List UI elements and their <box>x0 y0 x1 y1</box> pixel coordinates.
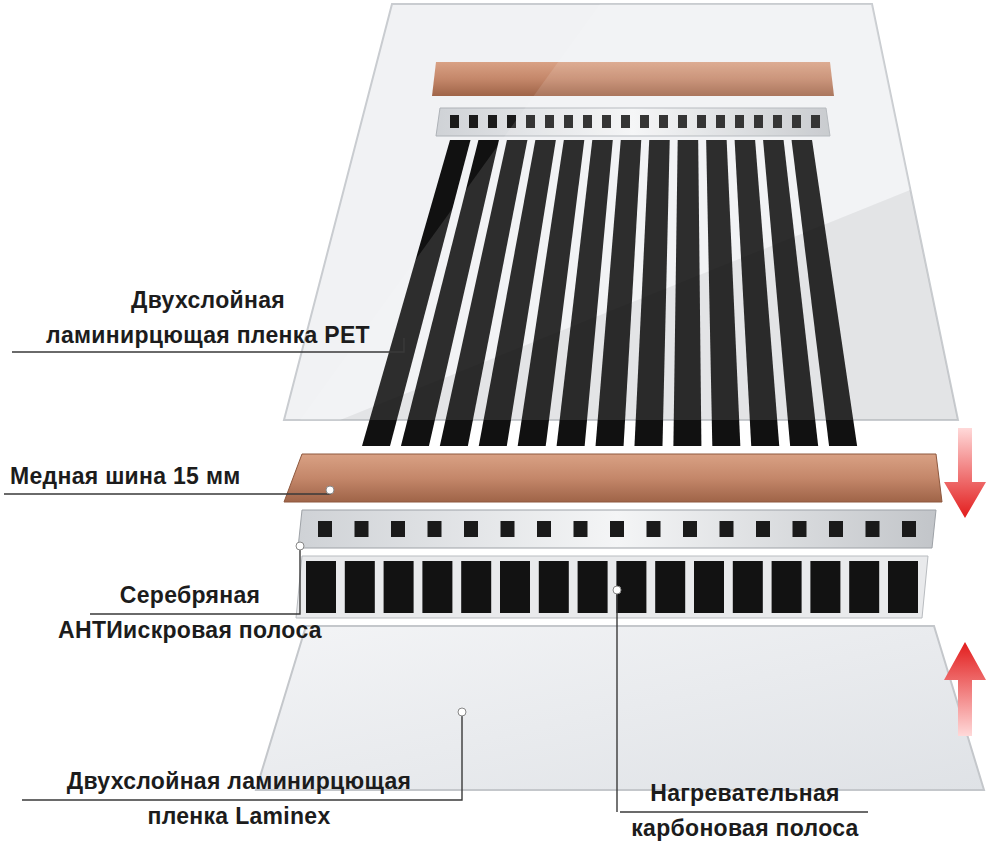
silver-slot <box>318 521 332 537</box>
callout-label: Серебряная АНТИискровая полоса <box>40 578 340 648</box>
label-slot: Двухслойная ламинирцющая пленка Laminex <box>14 764 464 834</box>
silver-slot <box>537 521 551 537</box>
sheet-shadow <box>340 190 958 420</box>
silver-slot <box>574 521 588 537</box>
silver-slot <box>391 521 405 537</box>
carbon-block <box>578 561 608 613</box>
carbon-base <box>296 556 928 618</box>
laminex-sheet <box>256 626 984 790</box>
leader-lines <box>4 338 868 812</box>
silver-slot <box>450 115 459 128</box>
carbon-block <box>384 561 414 613</box>
callout-label: Двухслойная ламинирцющая пленка Laminex <box>14 764 464 834</box>
carbon-block <box>772 561 802 613</box>
carbon-block <box>655 561 685 613</box>
sheet-gloss <box>300 4 958 420</box>
carbon-block <box>500 561 530 613</box>
silver-slot <box>501 521 515 537</box>
silver-slot <box>683 521 697 537</box>
carbon-block <box>345 561 375 613</box>
silver-slot <box>720 521 734 537</box>
carbon-block <box>733 561 763 613</box>
label-slot: Серебряная АНТИискровая полоса <box>40 578 340 648</box>
carbon-block <box>694 561 724 613</box>
silver-slot <box>829 521 843 537</box>
silver-slot <box>610 521 624 537</box>
carbon-block <box>616 561 646 613</box>
carbon-block <box>888 561 918 613</box>
press-arrow <box>944 428 986 518</box>
silver-slot <box>488 115 497 128</box>
silver-strip <box>298 510 936 548</box>
carbon-block <box>849 561 879 613</box>
callout-label: Двухслойная ламинирцющая пленка PET <box>8 283 408 353</box>
callout-label: Нагревательная карбоновая полоса <box>610 776 880 846</box>
carbon-block <box>810 561 840 613</box>
silver-slot <box>866 521 880 537</box>
label-slot: Нагревательная карбоновая полоса <box>610 776 880 846</box>
carbon-block <box>539 561 569 613</box>
silver-slot <box>469 115 478 128</box>
silver-slot <box>428 521 442 537</box>
leader-dots <box>296 486 621 716</box>
silver-slot <box>793 521 807 537</box>
silver-slot <box>355 521 369 537</box>
callout-label: Медная шина 15 мм <box>10 459 310 494</box>
press-arrow <box>944 642 986 736</box>
pet-sheet <box>284 4 958 420</box>
silver-slot <box>464 521 478 537</box>
carbon-block <box>461 561 491 613</box>
silver-slot <box>756 521 770 537</box>
carbon-block <box>422 561 452 613</box>
label-slot: Двухслойная ламинирцющая пленка PET <box>8 283 408 353</box>
carbon-block <box>306 561 336 613</box>
silver-slot <box>902 521 916 537</box>
silver-slot <box>647 521 661 537</box>
carbon-blocks <box>306 561 918 613</box>
label-slot: Медная шина 15 мм <box>10 459 310 494</box>
copper-bus <box>284 454 942 502</box>
silver-slots <box>318 521 916 537</box>
